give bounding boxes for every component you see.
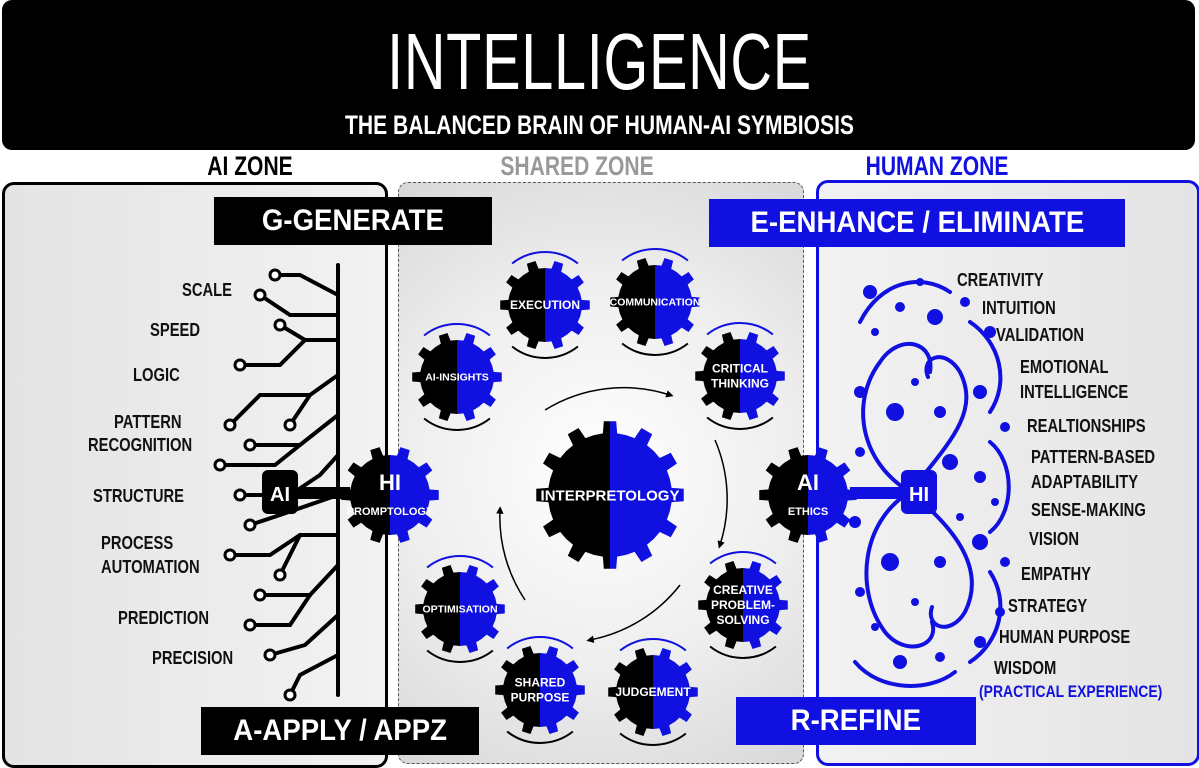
shared-zone-title: SHARED ZONE [500, 151, 654, 181]
human-label-emotional: EMOTIONAL [1020, 357, 1109, 377]
gear-7: OPTIMISATION [415, 555, 505, 663]
promptology-label: PROMPTOLOGY [347, 506, 434, 518]
human-label-practical-experience: (PRACTICAL EXPERIENCE) [979, 682, 1163, 701]
gear-3-arrow-bottom [706, 416, 774, 430]
left-connector-ai: AI [270, 484, 290, 506]
gear-6-label: SHARED [515, 676, 566, 690]
ai-label-pattern: PATTERN [114, 412, 182, 432]
human-label-strategy: STRATEGY [1008, 596, 1088, 616]
human-label-wisdom: WISDOM [994, 658, 1057, 678]
ai-label-scale: SCALE [182, 280, 233, 300]
ethics-gear-label: AI [797, 470, 819, 495]
human-label-intuition: INTUITION [982, 298, 1056, 318]
page-title: INTELLIGENCE [387, 17, 812, 106]
human-zone-title: HUMAN ZONE [865, 151, 1009, 181]
human-label-intelligence: INTELLIGENCE [1020, 382, 1129, 402]
ai-zone-title: AI ZONE [207, 151, 293, 181]
gear-3-label: CRITICAL [712, 362, 768, 376]
gear-5: JUDGEMENT [608, 638, 698, 746]
human-label-adaptability: ADAPTABILITY [1031, 472, 1139, 492]
promptology-gear-label: HI [379, 470, 401, 495]
gear-2-arrow-top [621, 248, 689, 262]
page-subtitle: THE BALANCED BRAIN OF HUMAN-AI SYMBIOSIS [345, 110, 854, 140]
gear-4-arrow-top [709, 551, 777, 565]
gear-6-label: PURPOSE [511, 691, 570, 705]
ethics-gear: AI [759, 447, 857, 543]
gear-1-label: EXECUTION [510, 298, 580, 312]
ai-label-logic: LOGIC [133, 365, 180, 385]
gear-4-label: SOLVING [716, 613, 769, 627]
gear-1-arrow-bottom [511, 345, 579, 359]
human-label-vision: VISION [1029, 529, 1080, 549]
human-label-relationships: REALTIONSHIPS [1027, 416, 1146, 436]
gear-5-arrow-top [619, 638, 687, 652]
ethics-label: ETHICS [788, 506, 828, 518]
title-bar [2, 0, 1195, 150]
gear-1: EXECUTION [500, 251, 590, 359]
right-connector: HI [850, 470, 937, 514]
swirl-pattern-icon [849, 278, 1011, 688]
gear-4-label: CREATIVE [713, 583, 773, 597]
gear-6-arrow-top [506, 636, 574, 650]
ai-label-precision: PRECISION [152, 648, 234, 668]
ai-label-process: PROCESS [101, 533, 174, 553]
human-label-human-purpose: HUMAN PURPOSE [999, 627, 1131, 647]
promptology-gear: HI [341, 447, 439, 543]
gear-7-arrow-top [426, 555, 494, 569]
gear-5-arrow-bottom [619, 732, 687, 746]
ai-label-recognition: RECOGNITION [88, 435, 193, 455]
gear-1-arrow-top [511, 251, 579, 265]
gear-4-arrow-bottom [709, 645, 777, 659]
gear-3-label: THINKING [711, 377, 769, 391]
gear-2: COMMUNICATION [610, 248, 701, 356]
enhance-banner: E-ENHANCE / ELIMINATE [709, 199, 1125, 247]
cycle-arrows [496, 386, 728, 643]
gear-2-arrow-bottom [621, 342, 689, 356]
gear-3-arrow-top [706, 322, 774, 336]
human-label-sense-making: SENSE-MAKING [1031, 500, 1146, 520]
left-connector: AI [262, 470, 350, 514]
gear-4-label: PROBLEM- [711, 598, 775, 612]
refine-banner: R-REFINE [736, 697, 976, 745]
ai-label-speed: SPEED [150, 320, 201, 340]
center-gear-label: INTERPRETOLOGY [541, 487, 680, 504]
gear-6-arrow-bottom [506, 730, 574, 744]
gear-8-label: AI-INSIGHTS [425, 372, 489, 384]
gear-8-arrow-top [423, 323, 491, 337]
ai-label-prediction: PREDICTION [118, 608, 210, 628]
ai-label-automation: AUTOMATION [101, 557, 200, 577]
generate-banner: G-GENERATE [214, 197, 492, 245]
gear-7-label: OPTIMISATION [422, 604, 497, 616]
gear-8-arrow-bottom [423, 417, 491, 431]
gear-5-label: JUDGEMENT [615, 685, 691, 699]
human-label-validation: VALIDATION [996, 325, 1085, 345]
ai-label-structure: STRUCTURE [93, 486, 185, 506]
human-label-pattern-based: PATTERN-BASED [1031, 447, 1156, 467]
gear-2-label: COMMUNICATION [610, 297, 701, 309]
right-connector-hi: HI [909, 484, 929, 506]
center-gear: INTERPRETOLOGY [536, 421, 684, 569]
gear-8: AI-INSIGHTS [412, 323, 502, 431]
human-label-empathy: EMPATHY [1021, 564, 1091, 584]
gear-7-arrow-bottom [426, 649, 494, 663]
apply-banner: A-APPLY / APPZ [201, 707, 479, 755]
human-label-creativity: CREATIVITY [957, 270, 1044, 290]
